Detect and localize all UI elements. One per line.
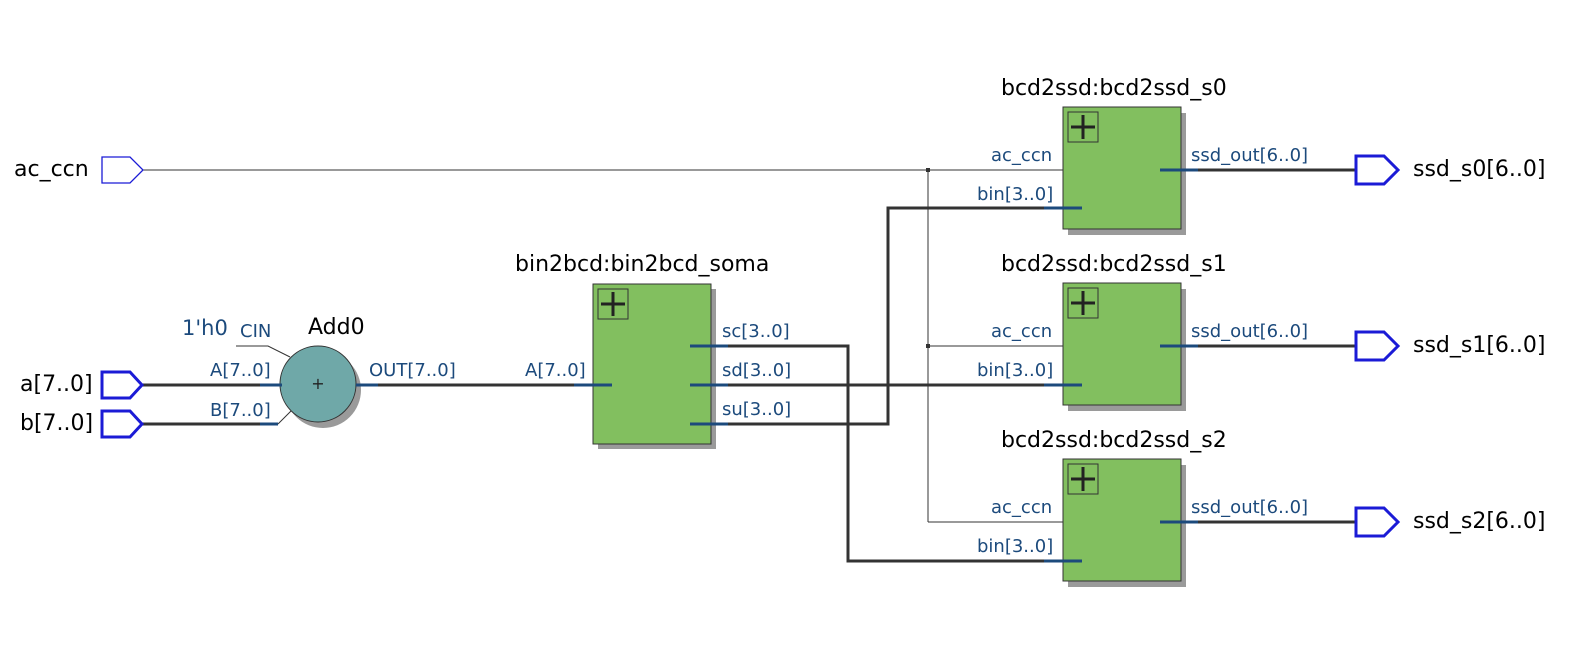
input-pin-ac-ccn-shape	[101, 156, 144, 184]
bcd2ssd-s0-name: bcd2ssd:bcd2ssd_s0	[1001, 76, 1227, 101]
bin2bcd-port-su: su[3..0]	[722, 399, 791, 420]
block-bin2bcd-soma[interactable]: bin2bcd:bin2bcd_soma A[7..0] sc[3..0] sd…	[515, 252, 791, 449]
input-pin-a-shape	[100, 370, 145, 400]
output-pin-s0[interactable]: ssd_s0[6..0]	[1354, 154, 1546, 186]
bin2bcd-name: bin2bcd:bin2bcd_soma	[515, 252, 769, 277]
bcd2ssd-s1-port-ac: ac_ccn	[991, 321, 1052, 342]
block-bcd2ssd-s2[interactable]: bcd2ssd:bcd2ssd_s2 ac_ccn bin[3..0] ssd_…	[977, 428, 1308, 587]
block-bcd2ssd-s0[interactable]: bcd2ssd:bcd2ssd_s0 ac_ccn bin[3..0] ssd_…	[977, 76, 1308, 235]
output-pin-s1[interactable]: ssd_s1[6..0]	[1354, 330, 1546, 362]
bcd2ssd-s1-expand-icon[interactable]	[1067, 287, 1099, 319]
output-label-s0: ssd_s0[6..0]	[1413, 157, 1546, 182]
bcd2ssd-s0-expand-icon[interactable]	[1067, 111, 1099, 143]
input-pin-b[interactable]: b[7..0]	[20, 409, 145, 439]
input-label-ac-ccn: ac_ccn	[14, 157, 89, 182]
input-pin-b-shape	[100, 409, 145, 439]
bin2bcd-port-sc: sc[3..0]	[722, 321, 790, 342]
bcd2ssd-s2-expand-icon[interactable]	[1067, 463, 1099, 495]
input-label-b: b[7..0]	[20, 411, 93, 436]
bcd2ssd-s0-port-out: ssd_out[6..0]	[1191, 145, 1308, 166]
wire-b-diag	[277, 409, 293, 425]
bcd2ssd-s0-port-bin: bin[3..0]	[977, 184, 1053, 205]
bcd2ssd-s2-name: bcd2ssd:bcd2ssd_s2	[1001, 428, 1227, 453]
output-pin-s0-shape	[1354, 154, 1401, 186]
adder-cin-value: 1'h0	[182, 316, 228, 340]
adder-cin-port: CIN	[240, 321, 271, 342]
adder-name: Add0	[308, 315, 365, 340]
wire-su	[692, 206, 1082, 426]
input-pin-a[interactable]: a[7..0]	[20, 370, 145, 400]
adder-symbol: +	[311, 374, 324, 393]
wire-sc	[692, 344, 1082, 563]
block-bcd2ssd-s1[interactable]: bcd2ssd:bcd2ssd_s1 ac_ccn bin[3..0] ssd_…	[977, 252, 1308, 411]
bcd2ssd-s2-port-out: ssd_out[6..0]	[1191, 497, 1308, 518]
bcd2ssd-s2-port-ac: ac_ccn	[991, 497, 1052, 518]
adder-port-out: OUT[7..0]	[369, 360, 456, 381]
output-pin-s1-shape	[1354, 330, 1401, 362]
bcd2ssd-s2-port-bin: bin[3..0]	[977, 536, 1053, 557]
bin2bcd-expand-icon[interactable]	[597, 288, 629, 320]
output-label-s1: ssd_s1[6..0]	[1413, 333, 1546, 358]
junction-dot-2	[926, 344, 930, 348]
bin2bcd-port-sd: sd[3..0]	[722, 360, 791, 381]
wire-cin	[236, 345, 291, 358]
adder-port-b: B[7..0]	[210, 400, 271, 421]
input-label-a: a[7..0]	[20, 372, 93, 397]
bcd2ssd-s0-port-ac: ac_ccn	[991, 145, 1052, 166]
adder-add0[interactable]: + Add0 1'h0 CIN A[7..0] B[7..0] OUT[7..0…	[182, 315, 456, 428]
bcd2ssd-s1-port-out: ssd_out[6..0]	[1191, 321, 1308, 342]
input-pin-ac-ccn[interactable]: ac_ccn	[14, 156, 144, 184]
bcd2ssd-s1-name: bcd2ssd:bcd2ssd_s1	[1001, 252, 1227, 277]
output-pin-s2[interactable]: ssd_s2[6..0]	[1354, 506, 1546, 538]
output-label-s2: ssd_s2[6..0]	[1413, 509, 1546, 534]
bcd2ssd-s1-port-bin: bin[3..0]	[977, 360, 1053, 381]
output-pin-s2-shape	[1354, 506, 1401, 538]
junction-dot-1	[926, 168, 930, 172]
adder-port-a: A[7..0]	[210, 360, 271, 381]
bin2bcd-port-in: A[7..0]	[525, 360, 586, 381]
